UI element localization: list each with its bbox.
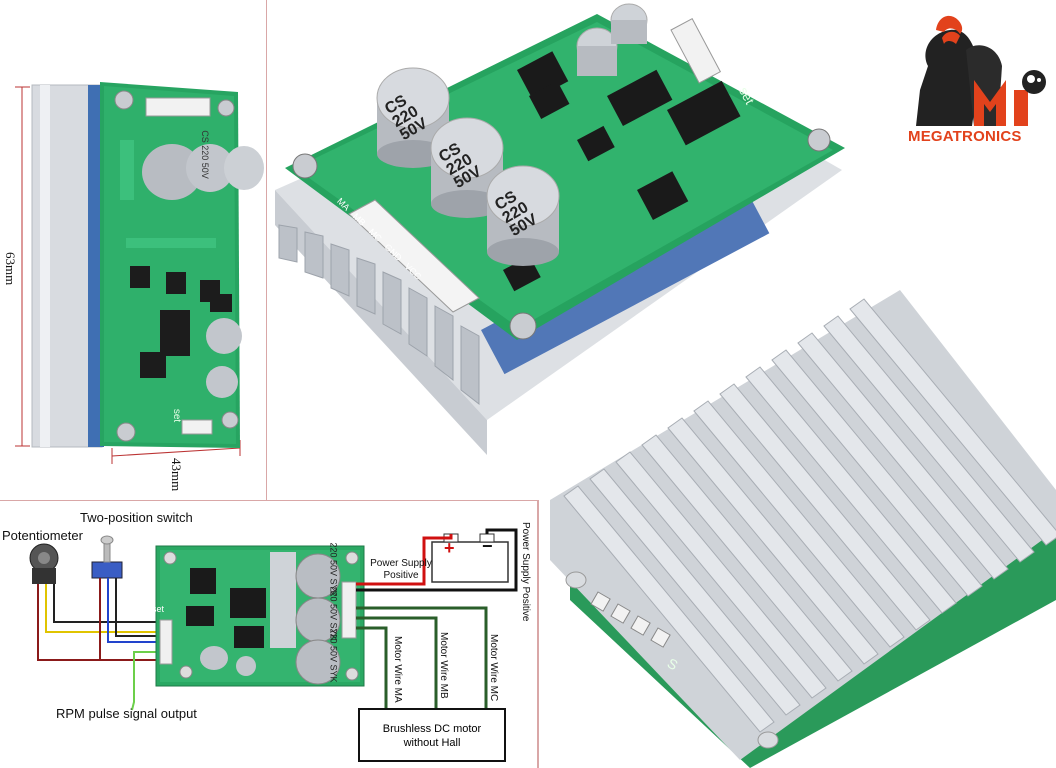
side-set-text: set [171,408,183,423]
potentiometer-label: Potentiometer [2,528,83,543]
heatsink-photo [540,270,1056,768]
top-view-photo [267,0,867,470]
motor-line-2: without Hall [403,737,461,749]
side-view-photo [0,0,266,500]
power-supply-positive-side-label: Power Supply Positive [520,522,531,622]
rpm-label: RPM pulse signal output [56,706,197,721]
wiring-cap-text-3: 220 50V SYK [328,628,339,683]
motor-wire-ma-label: Motor Wire MA [392,636,403,703]
divider-diagonal [537,500,539,768]
width-dimension-label: 43mm [169,458,184,492]
megatronics-logo: MEGATRONICS [906,10,1054,148]
wiring-diagram [0,502,537,768]
height-dimension-label: 63mm [3,252,18,286]
wiring-set-text: set [152,604,165,614]
battery-plus: + [444,538,455,558]
motor-wire-mc-label: Motor Wire MC [488,634,499,702]
motor-line-1: Brushless DC motor [382,723,482,735]
switch-label: Two-position switch [80,510,193,525]
divider-horizontal [0,500,537,501]
motor-wire-mb-label: Motor Wire MB [438,632,449,699]
brand-name: MEGATRONICS [908,128,1022,145]
side-cap-text: CS 220 50V [199,130,210,179]
power-supply-positive-label: Power Supply Positive [370,558,432,581]
battery-minus: − [482,536,493,556]
divider-vertical [266,0,267,500]
motor-box: Brushless DC motor without Hall [358,708,506,762]
